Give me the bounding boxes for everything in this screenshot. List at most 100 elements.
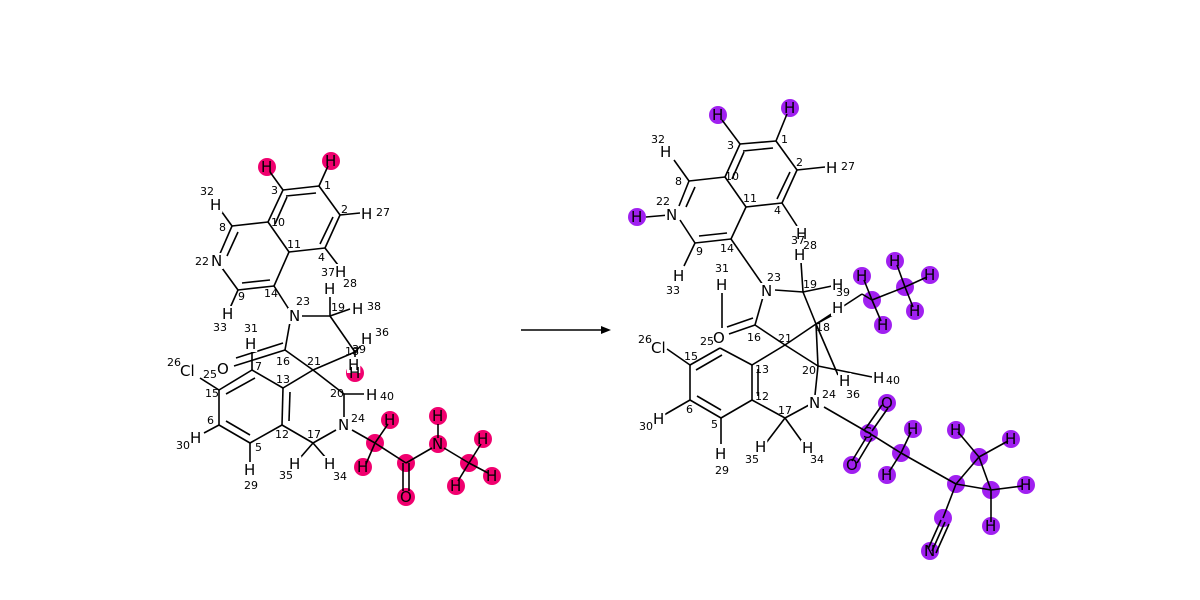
reactant-index: 16: [276, 355, 290, 368]
reactant-h27-label: H: [361, 205, 372, 223]
product-atom-highlight: [904, 420, 922, 438]
product-index: 31: [715, 262, 729, 275]
label-backdrop: [323, 281, 337, 297]
label-backdrop: [209, 197, 223, 213]
product-index: 6: [686, 403, 693, 416]
product-atom-highlight: [878, 394, 896, 412]
reactant-index: 13: [276, 373, 290, 386]
product-index: 2: [796, 156, 803, 169]
label-backdrop: [351, 301, 365, 317]
label-backdrop: [650, 340, 667, 356]
product-hl-n-cn: N: [924, 542, 935, 560]
reactant-h31-label: H: [245, 335, 256, 353]
label-backdrop: [243, 462, 257, 478]
product-h31-label: H: [716, 276, 727, 294]
product-highlights: [628, 99, 1035, 560]
product-index: 36: [846, 388, 860, 401]
label-backdrop: [659, 144, 673, 160]
reactant-atom-highlight: [397, 488, 415, 506]
reactant-molecule: N N N Cl O H H H H H H H H H H H H H H H…: [167, 152, 501, 506]
product-hl-h-s2: H: [881, 466, 892, 484]
product-index: 17: [778, 404, 792, 417]
product-h37-label: H: [796, 225, 807, 243]
product-n22-label: N: [666, 206, 677, 224]
reactant-hl-h-top1: H: [261, 158, 272, 176]
product-index: 29: [715, 464, 729, 477]
product-index: 37: [791, 234, 805, 247]
reactant-index: 10: [271, 216, 285, 229]
reactant-hl-h-m2: H: [450, 477, 461, 495]
reactant-index: 2: [341, 203, 348, 216]
reactant-index: 11: [287, 238, 301, 251]
reactant-index: 5: [255, 441, 262, 454]
reactant-index: 15: [205, 387, 219, 400]
label-backdrop: [334, 264, 348, 280]
reactant-h30-label: H: [190, 429, 201, 447]
label-backdrop: [323, 456, 337, 472]
reactant-index: 26: [167, 356, 181, 369]
product-hl-h-m1: H: [950, 421, 961, 439]
product-atom-highlight: [628, 208, 646, 226]
product-h29-label: H: [715, 445, 726, 463]
reactant-atom-highlight: [447, 477, 465, 495]
product-atom-highlight: [843, 456, 861, 474]
reactant-index: 17: [307, 428, 321, 441]
product-hl-h-m4: H: [985, 517, 996, 535]
label-backdrop: [831, 300, 845, 316]
product-highlight-labels: H H H H H H H H S O O H H N H H H H: [631, 99, 1031, 560]
product-index: 5: [711, 418, 718, 431]
product-index: 11: [743, 192, 757, 205]
label-backdrop: [210, 253, 224, 269]
product-hl-h-top1: H: [712, 106, 723, 124]
product-index: 1: [781, 133, 788, 146]
product-index: 13: [755, 363, 769, 376]
product-index: 23: [767, 271, 781, 284]
reactant-index: 34: [333, 470, 347, 483]
reactant-index: 19: [331, 301, 345, 314]
product-hl-h-e5: H: [909, 302, 920, 320]
product-n24-label: N: [809, 394, 820, 412]
product-h30-label: H: [653, 410, 664, 428]
product-molecule: N N N Cl O H H H H H H H H H H H H H H H…: [628, 99, 1035, 560]
reactant-h28-label: H: [335, 263, 346, 281]
reactant-index: 28: [343, 277, 357, 290]
reactant-n22-label: N: [211, 252, 222, 270]
reactant-index: 14: [264, 287, 278, 300]
reactant-n23-label: N: [289, 307, 300, 325]
label-backdrop: [216, 361, 230, 377]
label-backdrop: [795, 226, 809, 242]
product-atom-highlight: [906, 302, 924, 320]
label-backdrop: [365, 387, 379, 403]
reactant-h40-label: H: [366, 386, 377, 404]
label-backdrop: [793, 247, 807, 263]
product-hl-h-e4: H: [924, 266, 935, 284]
label-backdrop: [244, 336, 258, 352]
label-backdrop: [288, 456, 302, 472]
product-atom-highlight: [709, 106, 727, 124]
reactant-atom-highlight: [322, 152, 340, 170]
product-index: 15: [684, 350, 698, 363]
product-index: 9: [696, 245, 703, 258]
reactant-hl-h-a2: H: [357, 458, 368, 476]
product-h18-label: H: [832, 299, 843, 317]
label-backdrop: [712, 330, 726, 346]
product-h27-label: H: [826, 159, 837, 177]
label-backdrop: [347, 357, 361, 373]
reactant-n24-label: N: [338, 416, 349, 434]
reactant-h32-label: H: [210, 196, 221, 214]
product-hl-h-s1: H: [907, 420, 918, 438]
reactant-hl-h-amide: H: [432, 407, 443, 425]
reactant-index: 20: [330, 387, 344, 400]
product-index: 22: [656, 195, 670, 208]
reactant-index: 1: [324, 179, 331, 192]
reactant-index: 31: [244, 322, 258, 335]
reactant-index: 29: [244, 479, 258, 492]
reactant-index: 22: [195, 255, 209, 268]
reactant-hl-h-top2: H: [325, 152, 336, 170]
product-index: 16: [747, 331, 761, 344]
product-hl-o-s1: O: [881, 394, 893, 412]
reactant-hl-h-ring: H: [349, 364, 360, 382]
product-bonds: [645, 113, 1023, 554]
reactant-index: 40: [380, 390, 394, 403]
product-index: 35: [745, 453, 759, 466]
